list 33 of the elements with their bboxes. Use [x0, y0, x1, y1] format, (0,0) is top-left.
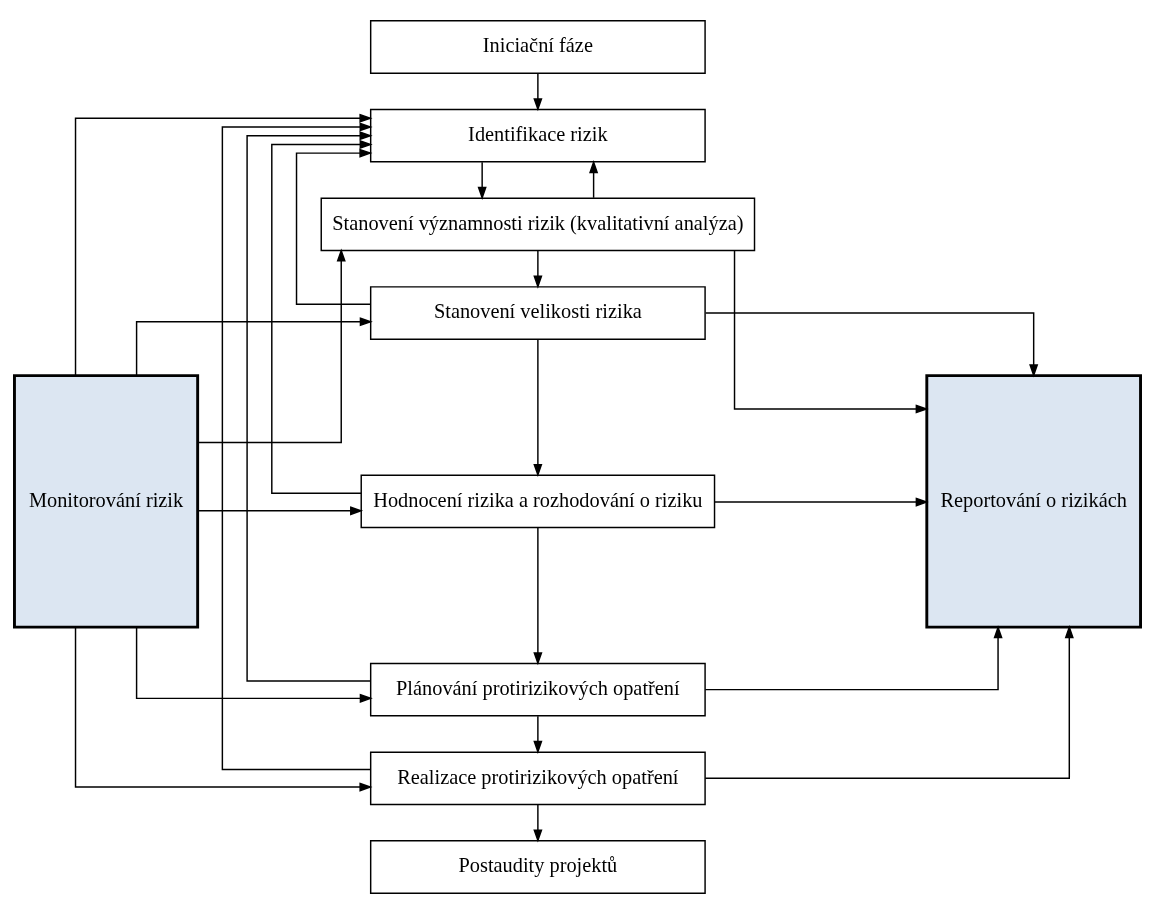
node-box: Monitorování rizik: [13, 374, 200, 629]
arrow: [533, 804, 543, 843]
arrow: [477, 161, 487, 200]
arrow: [704, 625, 1074, 780]
arrow: [135, 626, 373, 703]
arrow: [135, 317, 373, 376]
node-box: Iniciační fáze: [369, 20, 706, 74]
arrow: [197, 248, 346, 444]
arrow: [533, 526, 543, 666]
arrow: [589, 160, 599, 199]
arrow: [704, 625, 1003, 691]
arrow: [74, 113, 373, 377]
node-box: Plánování protirizikových opatření: [369, 662, 706, 717]
node-box: Realizace protirizikových opatření: [369, 751, 706, 806]
arrow: [295, 148, 373, 306]
arrow: [271, 139, 373, 495]
arrow: [714, 497, 929, 507]
node-box: Postaudity projektů: [369, 840, 706, 894]
node-box: Stanovení významnosti rizik (kvalitativní analýza): [320, 197, 756, 252]
arrow: [533, 250, 543, 289]
arrow: [221, 122, 373, 771]
node-box: Stanovení velikosti rizika: [369, 286, 706, 340]
node-box: Identifikace rizik: [369, 108, 706, 163]
arrow: [246, 131, 373, 682]
arrow: [533, 338, 543, 477]
arrow: [197, 506, 364, 516]
arrow: [733, 250, 929, 414]
arrow: [705, 312, 1039, 378]
node-box: Hodnocení rizika a rozhodování o riziku: [360, 474, 716, 529]
arrow: [74, 626, 373, 792]
arrow: [533, 72, 543, 112]
node-box: Reportování o rizikách: [925, 374, 1142, 629]
arrow: [533, 715, 543, 754]
